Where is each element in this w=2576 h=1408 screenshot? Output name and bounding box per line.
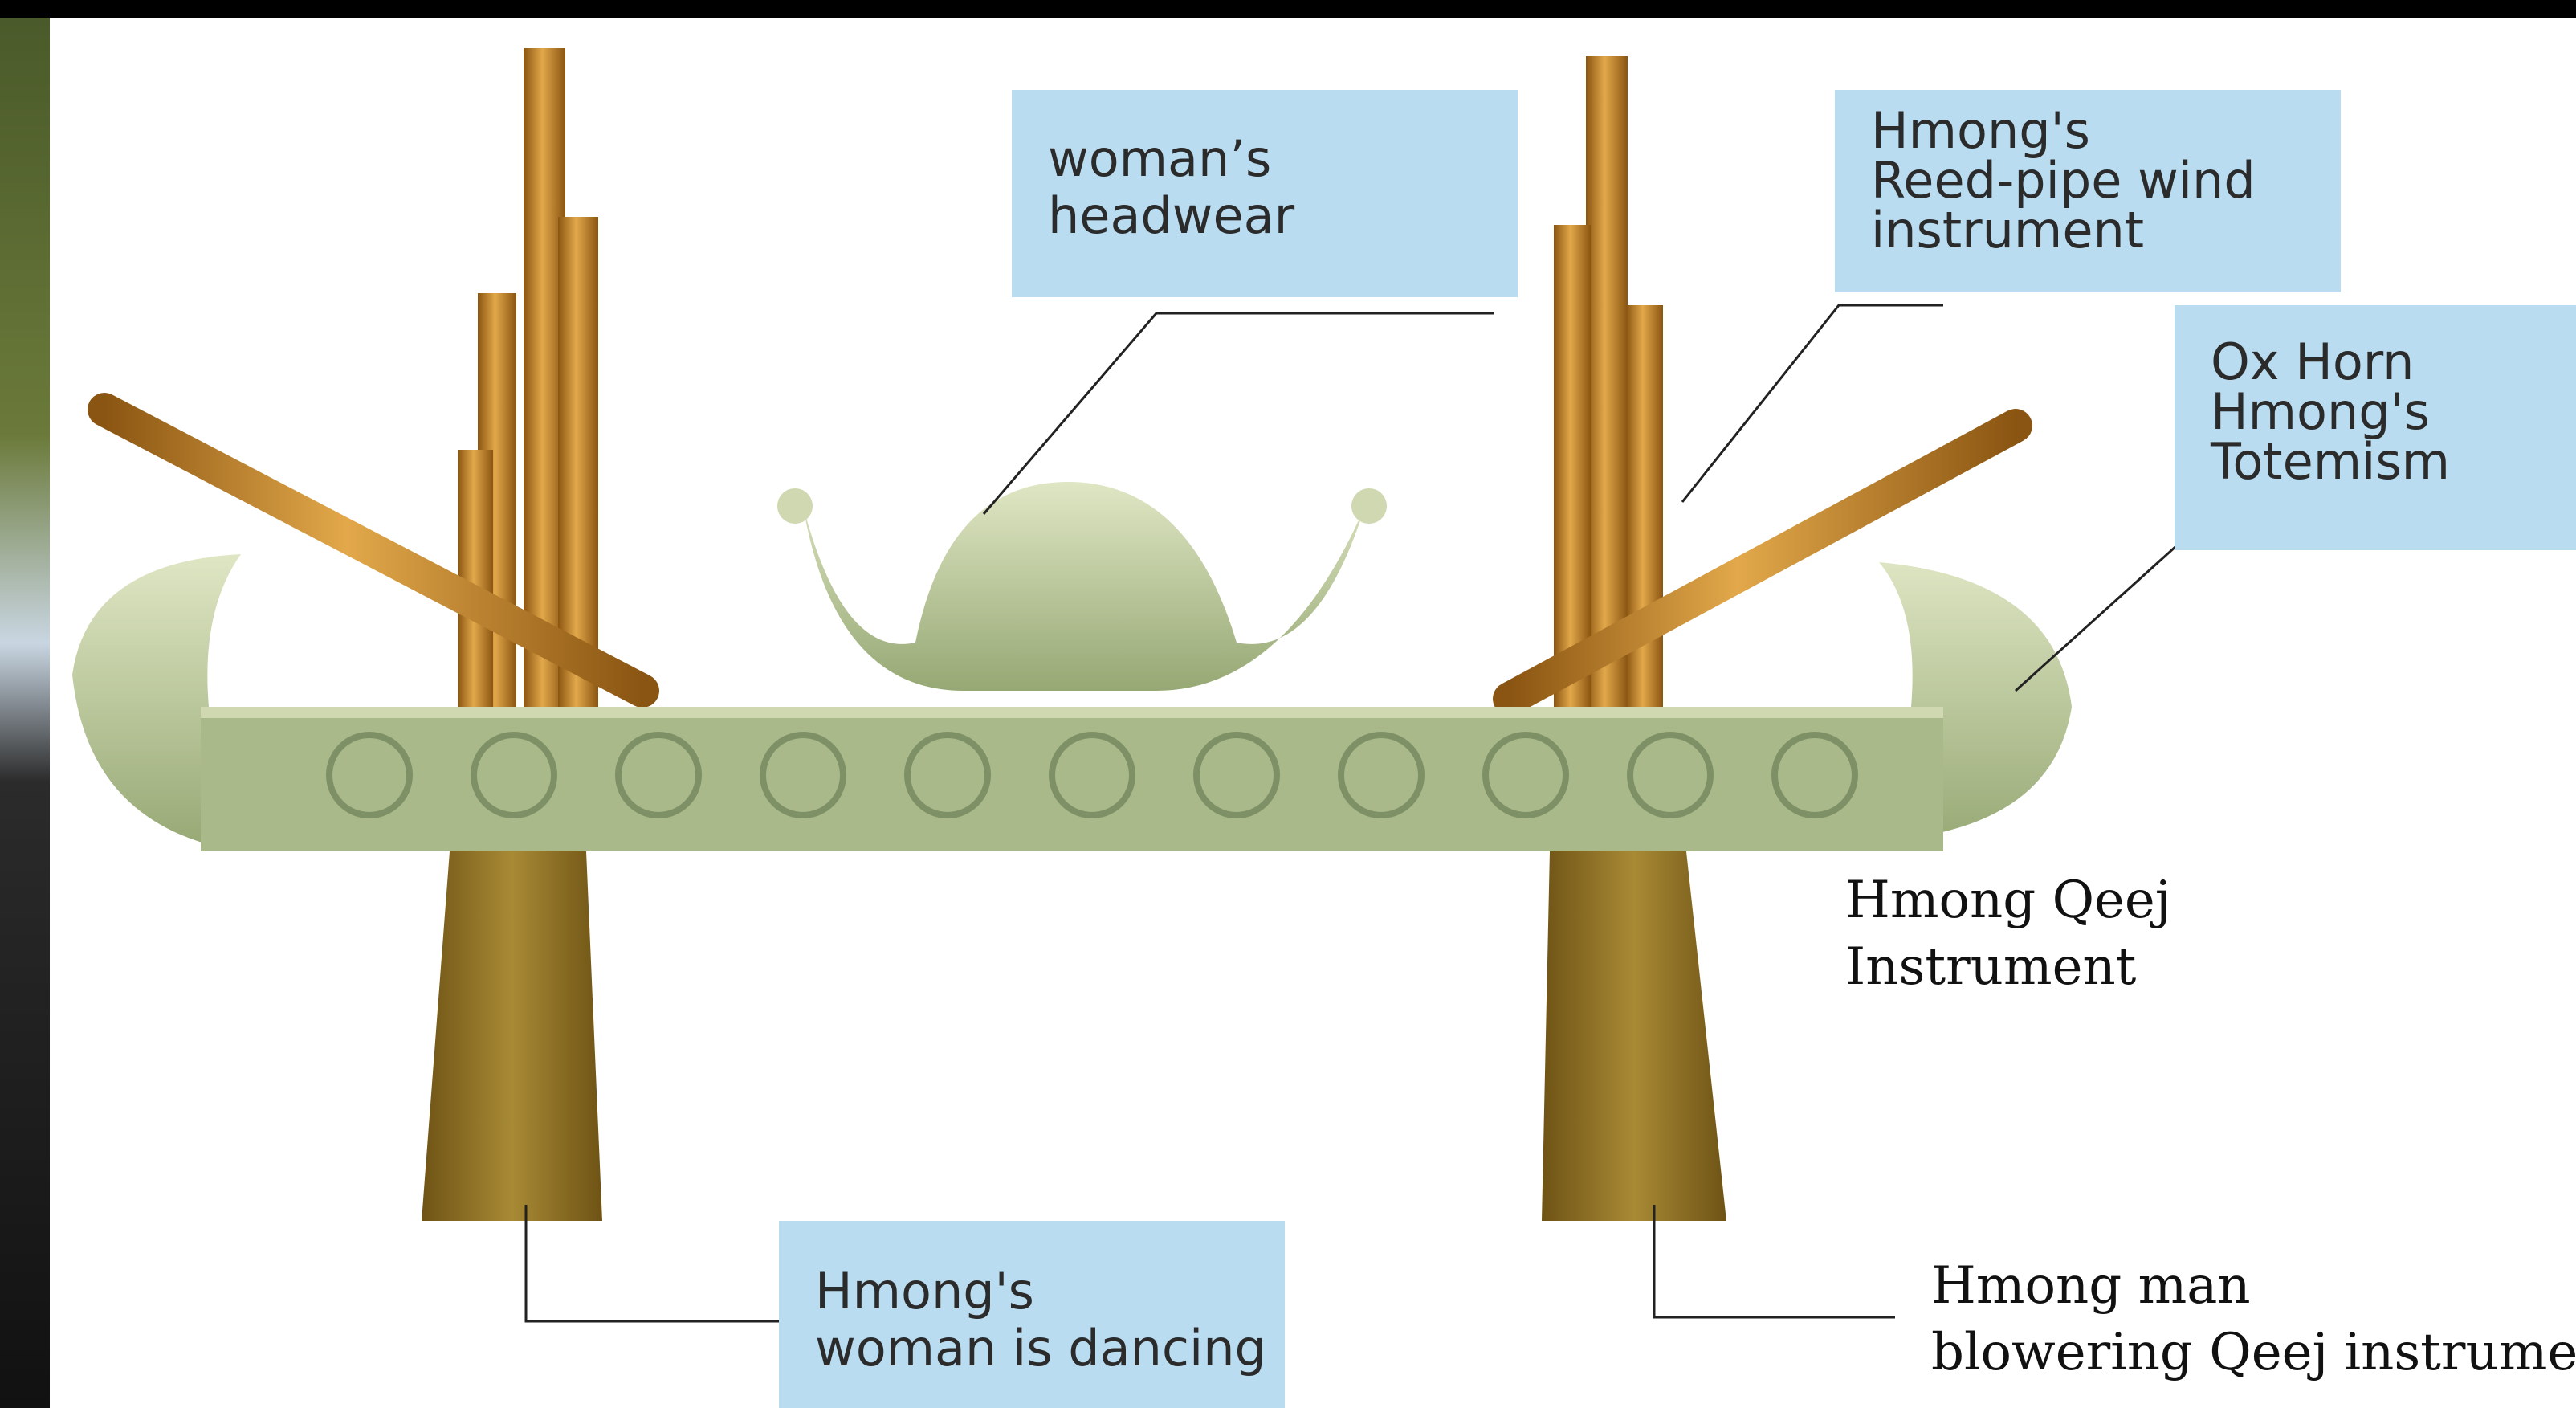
label-man-line-2: blowering Qeej instrument — [1931, 1320, 2576, 1386]
headwear-sculpture — [777, 482, 1387, 691]
label-reed-pipe-line-2: Reed-pipe wind — [1871, 156, 2256, 206]
label-ox-horn: Ox Horn Hmong's Totemism — [2175, 305, 2576, 550]
label-reed-pipe-line-3: instrument — [1871, 206, 2256, 255]
label-reed-pipe: Hmong's Reed-pipe wind instrument — [1835, 90, 2341, 292]
right-carved-post — [1542, 851, 1726, 1221]
label-man-line-1: Hmong man — [1931, 1253, 2576, 1320]
label-ox-horn-line-2: Hmong's — [2211, 387, 2450, 437]
label-qeej-line-2: Instrument — [1845, 934, 2171, 1001]
label-ox-horn-line-3: Totemism — [2211, 437, 2450, 487]
label-headwear-line-1: woman’s — [1048, 130, 1294, 187]
label-ox-horn-line-1: Ox Horn — [2211, 337, 2450, 387]
label-dancing-line-2: woman is dancing — [815, 1320, 1266, 1377]
label-qeej-line-1: Hmong Qeej — [1845, 867, 2171, 934]
label-dancing-woman: Hmong's woman is dancing — [779, 1221, 1285, 1408]
label-headwear-line-2: headwear — [1048, 187, 1294, 244]
label-dancing-line-1: Hmong's — [815, 1263, 1266, 1320]
left-carved-post — [422, 851, 602, 1221]
label-hmong-man: Hmong man blowering Qeej instrument — [1931, 1253, 2576, 1386]
label-headwear: woman’s headwear — [1012, 90, 1518, 297]
label-reed-pipe-line-1: Hmong's — [1871, 106, 2256, 156]
label-qeej-instrument: Hmong Qeej Instrument — [1845, 867, 2171, 1001]
